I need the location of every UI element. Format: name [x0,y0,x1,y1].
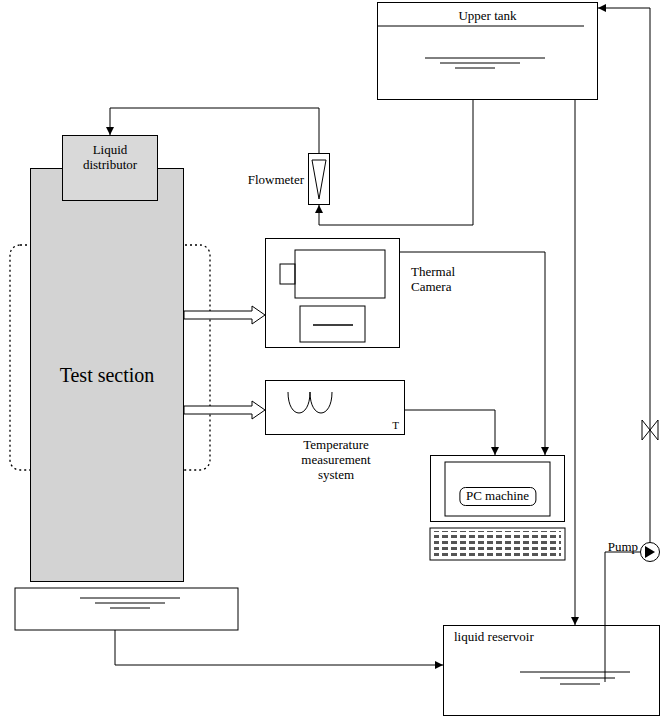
node-label: liquid reservoir [454,630,534,645]
suction-pipe [605,625,606,682]
pump-symbol [645,546,655,558]
keyboard-keys [434,531,561,557]
flowmeter-float [312,160,326,199]
collecting-tray [15,588,238,630]
camera-symbol [280,250,385,342]
pump-circle: Pump [640,542,660,562]
node-label: Upper tank [378,9,597,24]
node-label: PC machine [459,487,536,506]
node-label: Thermal Camera [411,265,473,295]
node-label: Pump [608,540,638,555]
drain-pipe [115,630,443,665]
liquid-pipe [319,100,473,225]
node-label: Temperature measurement system [284,438,388,483]
node-label: Test section [31,364,183,387]
suction-pipe [605,552,640,625]
liquid-surface [80,598,180,608]
tank-box: Upper tank [377,2,598,100]
signal-line [400,252,545,455]
test-section: Test section [30,168,184,582]
flowmeter: Flowmeter [308,153,330,205]
tank-rim [377,26,584,27]
thermocouple-symbol [288,392,332,413]
measurement-arrow [184,306,265,324]
channel-label: T [392,419,399,432]
pc-box: PC machine [430,455,565,522]
measurement-box: TTemperature measurement system [265,380,405,435]
camera-box: Thermal Camera [265,238,400,348]
signal-line [405,410,495,455]
liquid-surface [520,672,630,684]
pc-screen [445,462,550,516]
overflow-pipe [575,100,576,625]
node-label: Flowmeter [248,173,304,188]
distributor-box: Liquid distributor [62,135,158,201]
measurement-arrow [184,401,265,419]
keyboard [430,528,565,560]
node-label: Liquid distributor [65,143,155,173]
delivery-pipe [598,8,650,542]
reservoir-box: liquid reservoir [443,625,660,716]
liquid-surface [425,58,545,68]
